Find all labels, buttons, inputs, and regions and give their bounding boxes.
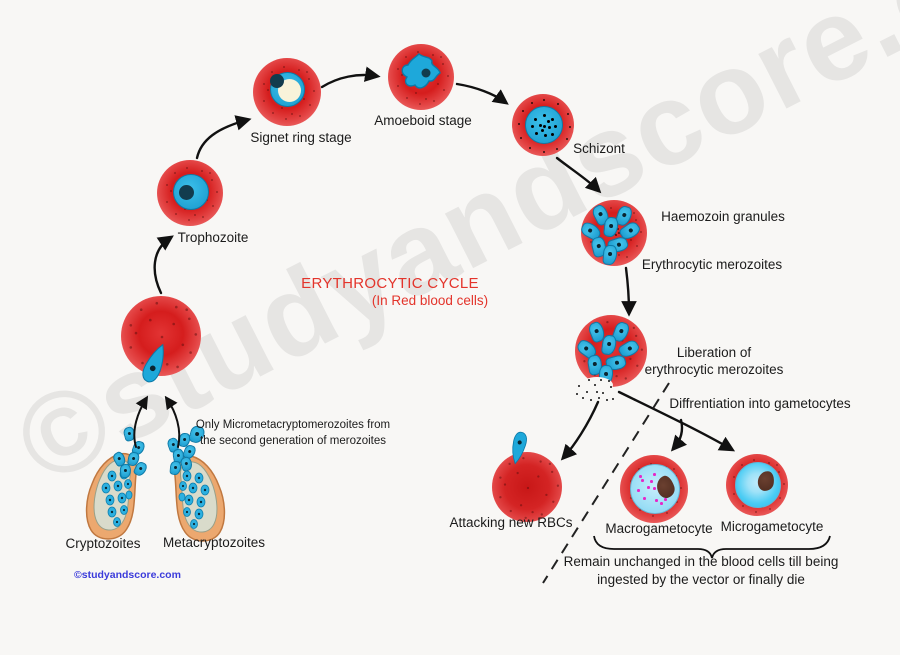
liberated-specks bbox=[596, 391, 598, 393]
microgametocyte-cell bbox=[726, 454, 788, 516]
label-microgametocyte: Microgametocyte bbox=[720, 519, 824, 534]
schizont-cell bbox=[512, 94, 574, 156]
label-micrometacrypto-note: Only Micrometacryptomerozoites from the … bbox=[196, 417, 390, 449]
amoeboid-parasite-icon bbox=[401, 53, 441, 89]
label-cryptozoites: Cryptozoites bbox=[65, 536, 141, 551]
note-line1: Only Micrometacryptomerozoites from bbox=[195, 419, 391, 431]
diagram-subtitle: (In Red blood cells) bbox=[371, 293, 489, 308]
label-macrogametocyte: Macrogametocyte bbox=[605, 521, 713, 536]
arrow-trophozoite-to-signet bbox=[195, 115, 252, 160]
merozoite-icon bbox=[602, 216, 620, 238]
merozoite-icon bbox=[600, 334, 618, 356]
parasite-nucleus-icon bbox=[179, 185, 194, 200]
note-line2: the second generation of merozoites bbox=[199, 435, 387, 447]
label-attacking-rbcs: Attacking new RBCs bbox=[449, 515, 573, 530]
label-liberation-line2: erythrocytic merozoites bbox=[644, 362, 784, 377]
label-trophozoite: Trophozoite bbox=[177, 230, 249, 245]
label-remain-line2: ingested by the vector or finally die bbox=[597, 572, 805, 587]
merozoite-filled-cell bbox=[578, 200, 647, 266]
parasite-nucleus-icon bbox=[270, 74, 284, 88]
label-schizont: Schizont bbox=[573, 141, 625, 156]
schizont-nuclei-dots bbox=[543, 125, 546, 128]
signet-ring-vacuole-icon bbox=[278, 79, 301, 102]
label-metacryptozoites: Metacryptozoites bbox=[162, 535, 266, 550]
rupturing-cell bbox=[574, 315, 647, 393]
penetrating-merozoite-icon bbox=[142, 343, 164, 383]
label-differentiation: Diffrentiation into gametocytes bbox=[669, 396, 851, 411]
attacked-rbc-cell bbox=[492, 452, 562, 522]
attacking-merozoite-icon bbox=[512, 431, 527, 465]
arrow-amoeboid-to-schizont bbox=[455, 82, 509, 105]
macro-magenta-granules bbox=[653, 487, 656, 490]
label-amoeboid: Amoeboid stage bbox=[374, 113, 472, 128]
arrow-haemozoin-to-liberation bbox=[621, 266, 637, 317]
label-signet-ring: Signet ring stage bbox=[250, 130, 352, 145]
label-remain-line1: Remain unchanged in the blood cells till… bbox=[563, 554, 839, 569]
arrow-liberation-to-attacking bbox=[560, 400, 600, 461]
arrow-branch-to-macrogametocyte bbox=[670, 418, 688, 452]
label-haemozoin-granules: Haemozoin granules bbox=[661, 209, 785, 224]
macrogametocyte-cell bbox=[620, 455, 688, 523]
signet-ring-cell bbox=[253, 58, 321, 126]
copyright-text: ©studyandscore.com bbox=[74, 569, 181, 581]
rbc-speckles bbox=[160, 335, 164, 339]
arrow-rbc-to-trophozoite bbox=[153, 235, 174, 295]
merozoite-icon bbox=[602, 244, 618, 266]
label-remain-unchanged: Remain unchanged in the blood cells till… bbox=[564, 553, 839, 589]
label-liberation-line1: Liberation of bbox=[676, 345, 752, 360]
metacryptozoites-liver-cell bbox=[173, 454, 226, 542]
label-liberation: Liberation of erythrocytic merozoites bbox=[645, 344, 784, 378]
diagram-title: ERYTHROCYTIC CYCLE bbox=[301, 275, 479, 292]
rbc-speckles bbox=[526, 486, 530, 490]
trophozoite-cell bbox=[157, 160, 223, 226]
arrow-signet-to-amoeboid bbox=[320, 66, 381, 89]
label-erythrocytic-merozoites: Erythrocytic merozoites bbox=[641, 257, 783, 272]
